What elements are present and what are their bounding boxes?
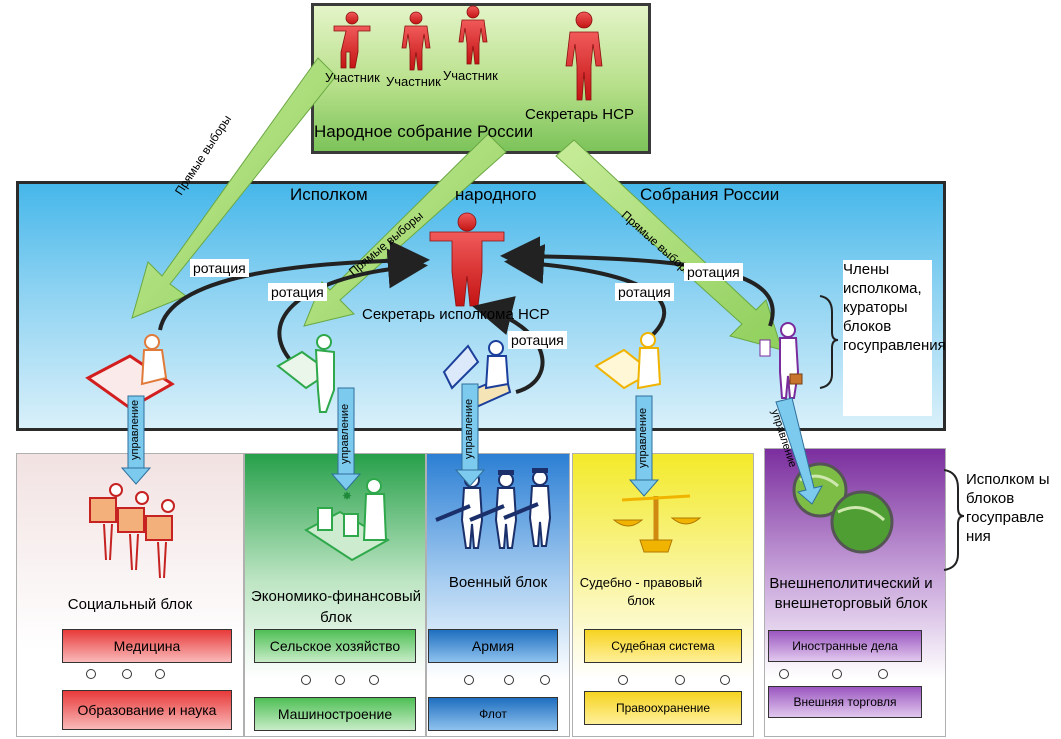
assembly-secretary-label: Секретарь НСР: [525, 106, 634, 123]
ellipsis-dot: [301, 675, 311, 685]
management-label: управление: [339, 403, 351, 465]
ellipsis-dot: [464, 675, 474, 685]
rotation-label: ротация: [684, 263, 743, 281]
sub-box: Сельское хозяйство: [254, 629, 416, 663]
participant-label: Участник: [386, 74, 441, 89]
sub-box: Армия: [428, 629, 558, 663]
economic-curator-icon: [276, 334, 335, 413]
rotation-label: ротация: [508, 331, 567, 349]
management-arrow: [330, 387, 362, 491]
exec-title-part: народного: [455, 185, 537, 204]
ellipsis-dot: [878, 669, 888, 679]
rotation-curve: [472, 296, 545, 394]
participant-label: Участник: [443, 68, 498, 83]
ellipsis-dot: [155, 669, 165, 679]
exec-secretary-label: Секретарь исполкома НСР: [362, 306, 550, 323]
economic-block: [244, 453, 426, 737]
ellipsis-dot: [832, 669, 842, 679]
rotation-curve: [158, 240, 430, 331]
assembly-title: Народное собрание России: [314, 122, 534, 141]
management-arrow: [454, 383, 486, 487]
ellipsis-dot: [618, 675, 628, 685]
sub-box: Судебная система: [584, 629, 742, 663]
exec-title-part: Исполком: [290, 185, 368, 204]
scales-icon: [612, 494, 702, 553]
management-arrow: [775, 397, 823, 505]
management-label: управление: [129, 399, 141, 460]
ellipsis-dot: [540, 675, 550, 685]
social-block: [16, 453, 244, 737]
block-title: Экономико-финансовый блок: [250, 588, 421, 626]
rotation-curve: [277, 248, 428, 364]
management-arrow: [120, 395, 152, 485]
direct-election-arrow: [555, 139, 783, 351]
block-title: Судебно - правовый блок: [579, 575, 703, 608]
sub-box: Машиностроение: [254, 697, 416, 731]
management-arrow: [628, 395, 660, 497]
ellipsis-dot: [504, 675, 514, 685]
management-label: управление: [463, 398, 475, 460]
economic-block-icon: ✸: [304, 478, 391, 562]
ellipsis-dot: [779, 669, 789, 679]
secretary-icon: [565, 11, 603, 101]
ellipsis-dot: [675, 675, 685, 685]
participant-icon: [458, 5, 488, 65]
svg-text:✸: ✸: [342, 489, 352, 503]
ellipsis-dot: [720, 675, 730, 685]
block-title: Внешнеполитический и внешнеторговый блок: [769, 575, 933, 612]
rotation-label: ротация: [190, 259, 249, 277]
sub-box: Иностранные дела: [768, 630, 922, 662]
ellipsis-dot: [369, 675, 379, 685]
participant-icon: [401, 11, 431, 71]
participant-icon: [333, 11, 371, 69]
block-executives-note: Исполком ы блоков госуправле ния: [966, 470, 1058, 546]
ellipsis-dot: [86, 669, 96, 679]
participant-label: Участник: [325, 70, 380, 85]
judicial-curator-icon: [594, 332, 662, 390]
sub-box: Правоохранение: [584, 691, 742, 725]
management-label: управление: [637, 407, 649, 469]
ellipsis-dot: [122, 669, 132, 679]
sub-box: Образование и наука: [62, 690, 232, 730]
sub-box: Флот: [428, 697, 558, 731]
sub-box: Внешняя торговля: [768, 686, 922, 718]
ellipsis-dot: [335, 675, 345, 685]
social-curator-icon: [85, 334, 175, 410]
rotation-label: ротация: [268, 283, 327, 301]
foreign-curator-icon: [759, 322, 803, 399]
block-title: Социальный блок: [67, 596, 193, 613]
block-executives-brace: [943, 469, 965, 571]
exec-title-part: Собрания России: [640, 185, 780, 204]
sub-box: Медицина: [62, 629, 232, 663]
members-note: Члены исполкома, кураторы блоков госупра…: [843, 260, 946, 416]
military-block-icon: [435, 468, 552, 549]
members-brace: [819, 295, 839, 389]
block-title: Военный блок: [448, 574, 548, 591]
judicial-block: [572, 453, 754, 737]
social-block-icon: [89, 483, 175, 579]
direct-election-arrow: [131, 57, 337, 319]
exec-secretary-icon: [429, 212, 505, 307]
rotation-label: ротация: [615, 283, 674, 301]
